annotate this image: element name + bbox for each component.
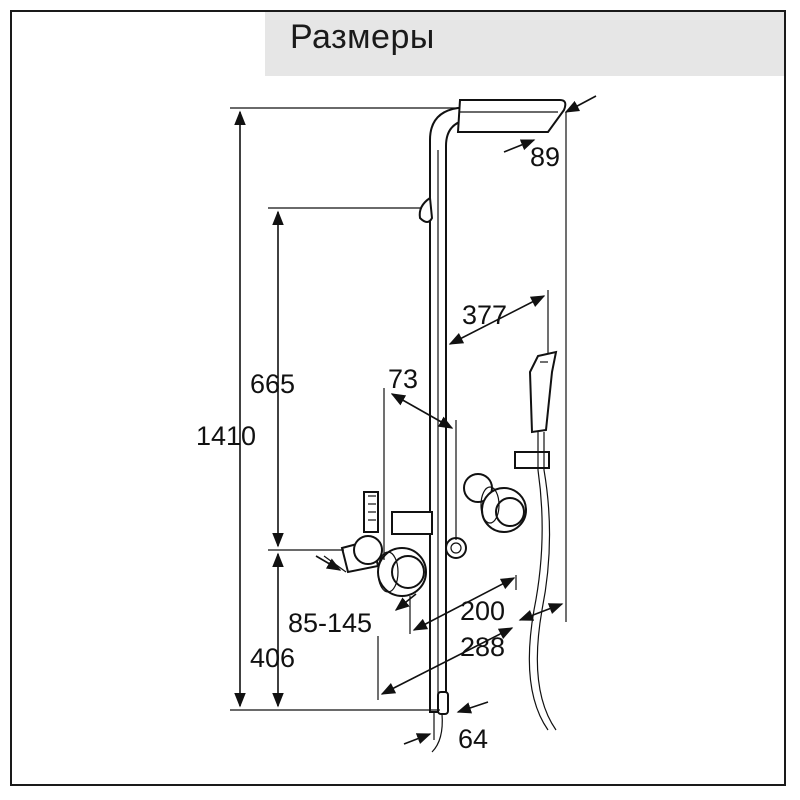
dimension-head-depth-label: 288 [460, 632, 505, 662]
thermostat-mixer [340, 491, 467, 597]
dimension-bottom-width-label: 64 [458, 724, 488, 754]
dimension-total-height-label: 1410 [196, 421, 256, 451]
dimension-mixer-offset-label: 73 [388, 364, 418, 394]
dimension-upper-height-label: 665 [250, 369, 295, 399]
hand-shower [431, 350, 558, 753]
dimension-wall-offset-label: 377 [462, 300, 507, 330]
dimension-top-depth-label: 89 [530, 142, 560, 172]
dimension-connection-label: 85-145 [288, 608, 372, 638]
diverter-valve [463, 473, 527, 533]
dimension-handle-depth-label: 200 [460, 596, 505, 626]
page-title: Размеры [290, 18, 435, 56]
dimension-lines [230, 95, 597, 745]
title-bar [265, 12, 784, 76]
dimension-lower-height-label: 406 [250, 643, 295, 673]
